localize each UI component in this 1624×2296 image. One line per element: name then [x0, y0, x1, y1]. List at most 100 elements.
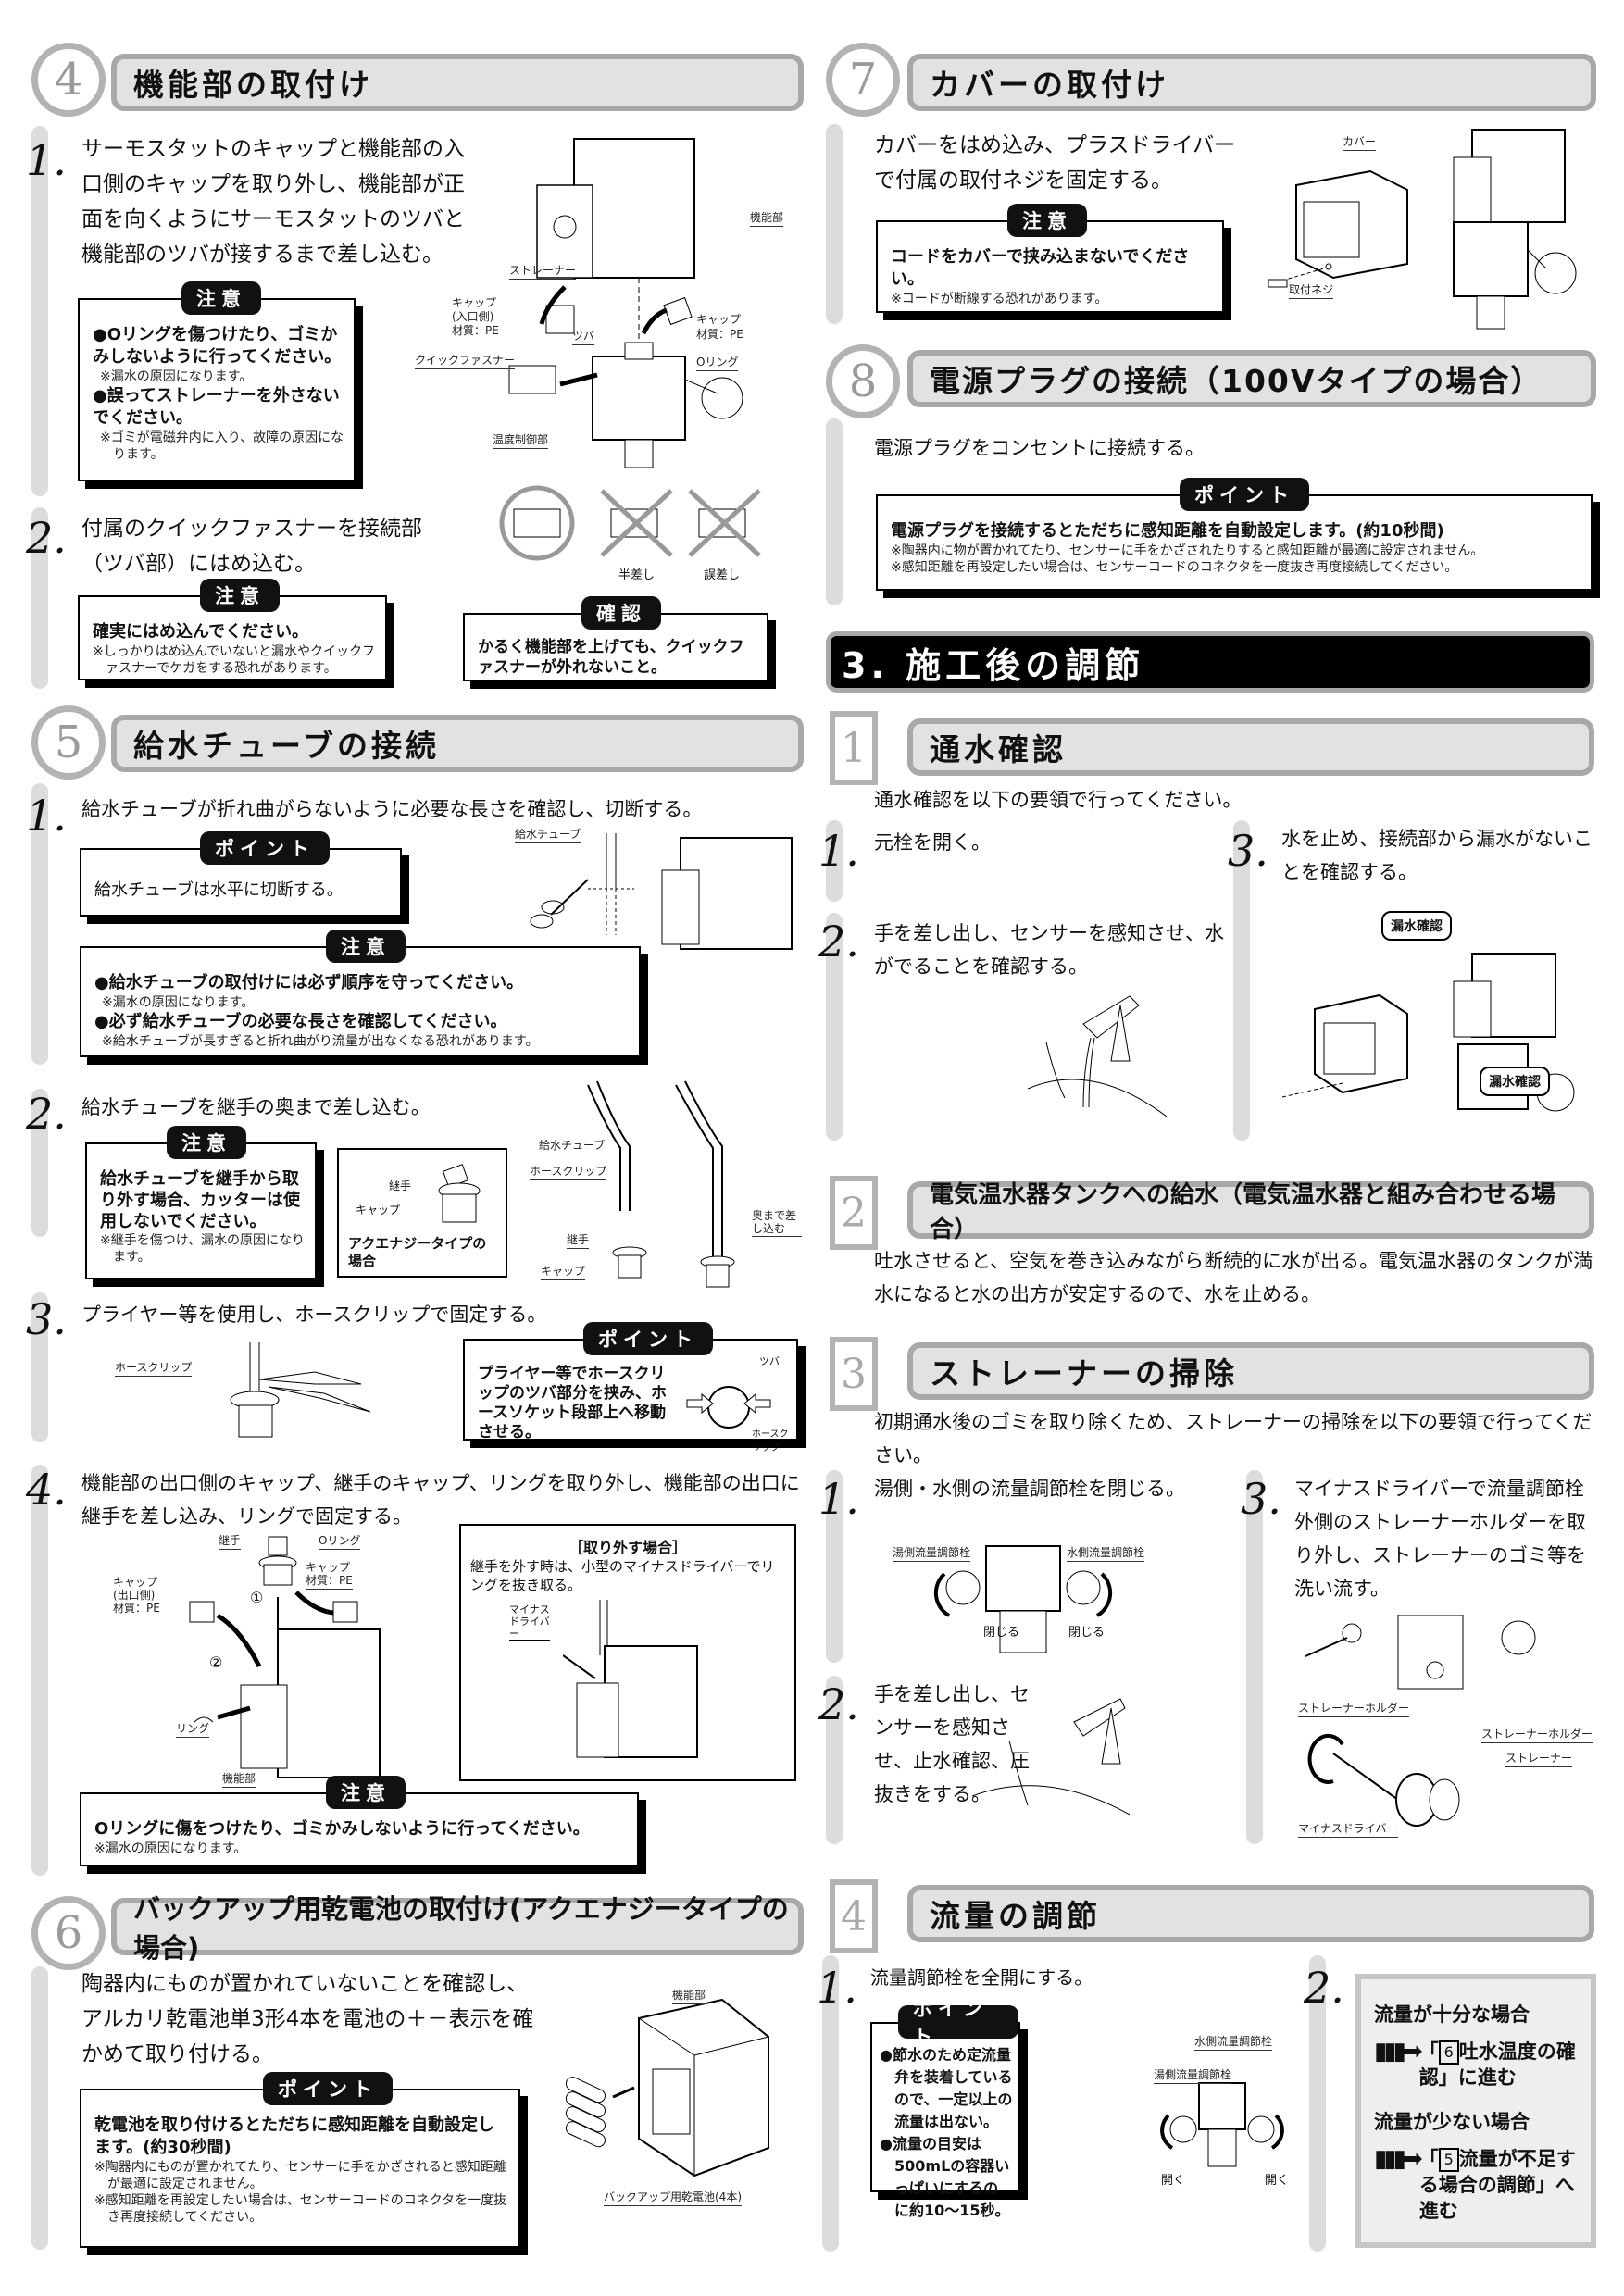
subsection-number-badge: 2	[830, 1176, 878, 1250]
subsection-title: 流量の調節	[907, 1885, 1594, 1942]
illus-label: 材質：PE	[452, 324, 499, 337]
illus-label: ホースクリップ	[115, 1359, 193, 1377]
illus-label: 水側流量調節栓	[1194, 2033, 1273, 2051]
caution-tag: 注意	[326, 1776, 406, 1809]
section-number-badge: 4	[31, 43, 106, 117]
valve-open-illustration	[1148, 2018, 1296, 2176]
section-number-badge: 8	[826, 344, 900, 418]
step-text: 給水チューブを継手の奥まで差し込む。	[81, 1096, 431, 1118]
point-tag: ポイント	[898, 1998, 1018, 2048]
step-bar	[1309, 1955, 1326, 2252]
step-bar	[822, 1955, 839, 2252]
illus-label: ツバ	[572, 328, 595, 345]
step-bar	[826, 418, 843, 605]
section-title: 給水チューブの接続	[111, 715, 804, 772]
arrow-right-icon: ▮▮▮➡	[1374, 2145, 1423, 2173]
step-text: 手を差し出し、センサーを感知させ、水がでることを確認する。	[874, 922, 1224, 978]
faucet-hand-illustration	[1027, 987, 1168, 1117]
step-number: 1.	[817, 1963, 857, 2013]
caution-box: 注意 ●Oリングを傷つけたり、ゴミかみしないように行ってください。 ※漏水の原因…	[78, 281, 356, 481]
illus-label: 開く	[1161, 2174, 1186, 2188]
caution-item: ●Oリングを傷つけたり、ゴミかみしないように行ってください。	[93, 325, 342, 367]
valve-close-illustration	[889, 1537, 1157, 1657]
step-bar	[826, 820, 843, 902]
illus-label: キャップ	[306, 1561, 351, 1574]
illus-label: ホースクリップ	[752, 1426, 796, 1454]
illus-label: 水側流量調節栓	[1067, 1544, 1145, 1562]
subsection-title: 通水確認	[907, 718, 1594, 776]
illus-label: リング	[176, 1720, 210, 1738]
caution-item: ●必ず給水チューブの必要な長さを確認してください。	[94, 1012, 507, 1031]
step-text: 手を差し出し、センサーを感知させ、止水確認、圧抜きをする。	[874, 1683, 1030, 1805]
caution-tag: 注意	[1007, 204, 1087, 237]
step-bar	[826, 1470, 843, 1663]
point-item: ●節水のため定流量弁を装着しているので、一定以上の流量は出ない。	[880, 2046, 1013, 2130]
illus-label: 機能部	[750, 209, 784, 227]
removal-text: 継手を外す時は、小型のマイナスドライバーでリングを抜き取る。	[470, 1558, 775, 1593]
fastener-comparison-illustration	[495, 481, 773, 565]
caution-note: ※漏水の原因になります。	[100, 369, 253, 384]
illus-label: 材質：PE	[696, 326, 743, 343]
step-text: 電源プラグをコンセントに接続する。	[874, 437, 1205, 459]
point-item: ●流量の目安は500mLの容器いっぱいにするのに約10～15秒。	[880, 2135, 1010, 2219]
faucet-hand-illustration	[971, 1694, 1131, 1824]
step-text: プライヤー等を使用し、ホースクリップで固定する。	[81, 1304, 547, 1326]
step-bar	[31, 1465, 48, 1876]
caution-item: ●誤ってストレーナーを外さないでください。	[93, 386, 340, 428]
function-unit-illustration	[444, 120, 815, 472]
point-box: ポイント ●節水のため定流量弁を装着しているので、一定以上の流量は出ない。 ●流…	[870, 1998, 1020, 2219]
point-note: ※感知距離を再設定したい場合は、センサーコードのコネクタを一度抜き再度接続してく…	[94, 2193, 507, 2225]
subsection-number-badge: 4	[830, 1879, 878, 1953]
caution-note: ※給水チューブが長すぎると折れ曲がり流量が出なくなる恐れがあります。	[102, 1034, 539, 1049]
illus-label: 閉じる	[983, 1626, 1020, 1640]
step-bar	[31, 507, 48, 689]
illus-label: 奥まで差し込む	[752, 1209, 802, 1237]
aquaenergy-caption: アクエナジータイプの場合	[348, 1235, 487, 1269]
step-bar	[826, 913, 843, 1141]
step-text: 元栓を開く。	[874, 831, 991, 854]
step-number: 1.	[818, 1474, 859, 1524]
caution-tag: 注意	[181, 281, 261, 315]
illus-label: キャップ	[113, 1576, 158, 1589]
step-bar	[31, 1089, 48, 1237]
step-text: 陶器内にものが置かれていないことを確認し、アルカリ乾電池単3形4本を電池の＋－表…	[81, 1972, 534, 2066]
illus-label: ストレーナーホルダー	[1298, 1700, 1410, 1717]
caution-note: ※漏水の原因になります。	[102, 995, 255, 1010]
strainer-removal-illustration	[1296, 1614, 1611, 1837]
step-number: 2.	[818, 1679, 859, 1729]
leak-check-callout: 漏水確認	[1480, 1067, 1550, 1096]
tube-cutting-illustration	[514, 824, 810, 981]
illus-label: キャップ	[541, 1263, 586, 1280]
point-tag: ポイント	[1180, 478, 1309, 511]
step-text: サーモスタットのキャップと機能部の入口側のキャップを取り外し、機能部が正面を向く…	[81, 137, 465, 267]
removal-title: ［取り外す場合］	[568, 1539, 687, 1556]
caution-note: ※しっかりはめ込んでいないと漏水やクイックファスナーでケガをする恐れがあります。	[93, 644, 376, 676]
illus-label: 湯側流量調節栓	[893, 1544, 971, 1562]
illus-label: 開く	[1265, 2174, 1290, 2188]
caution-note: ※継手を傷つけ、漏水の原因になります。	[100, 1233, 306, 1265]
illus-label: 機能部	[222, 1770, 256, 1788]
caution-tag: 注意	[167, 1126, 246, 1159]
step-text: マイナスドライバーで流量調節栓外側のストレーナーホルダーを取り外し、ストレーナー…	[1294, 1478, 1586, 1600]
illus-label: バックアップ用乾電池(4本)	[604, 2189, 742, 2206]
section-number-badge: 7	[826, 43, 900, 117]
step-bar	[1246, 1470, 1263, 1844]
confirm-main: かるく機能部を上げても、クイックファスナーが外れないこと。	[478, 638, 744, 677]
subsection-title: 電気温水器タンクへの給水（電気温水器と組み合わせる場合）	[907, 1181, 1594, 1243]
intro-text: 通水確認を以下の要領で行ってください。	[874, 789, 1243, 811]
point-main: 乾電池を取り付けるとただちに感知距離を自動設定します。(約30秒間)	[94, 2115, 494, 2157]
point-box: ポイント プライヤー等でホースクリップのツバ部分を挟み、ホースソケット段部上へ移…	[463, 1322, 798, 1454]
illus-label: 継手	[389, 1179, 412, 1192]
joint-attach-illustration	[111, 1528, 389, 1787]
intro-text: 初期通水後のゴミを取り除くため、ストレーナーの掃除を以下の要領で行ってください。	[874, 1411, 1593, 1466]
illus-label: (入口側)	[452, 310, 494, 323]
step-number: 2.	[1304, 1963, 1344, 2013]
caution-item: ●給水チューブの取付けには必ず順序を守ってください。	[94, 973, 524, 992]
caution-tag: 注意	[200, 579, 280, 612]
step-text: 機能部の出口側のキャップ、継手のキャップ、リングを取り外し、機能部の出口に継手を…	[81, 1472, 800, 1528]
step-number: 3.	[1228, 826, 1268, 876]
section-title: カバーの取付け	[907, 54, 1596, 111]
tube-insertion-illustration	[528, 1072, 815, 1294]
